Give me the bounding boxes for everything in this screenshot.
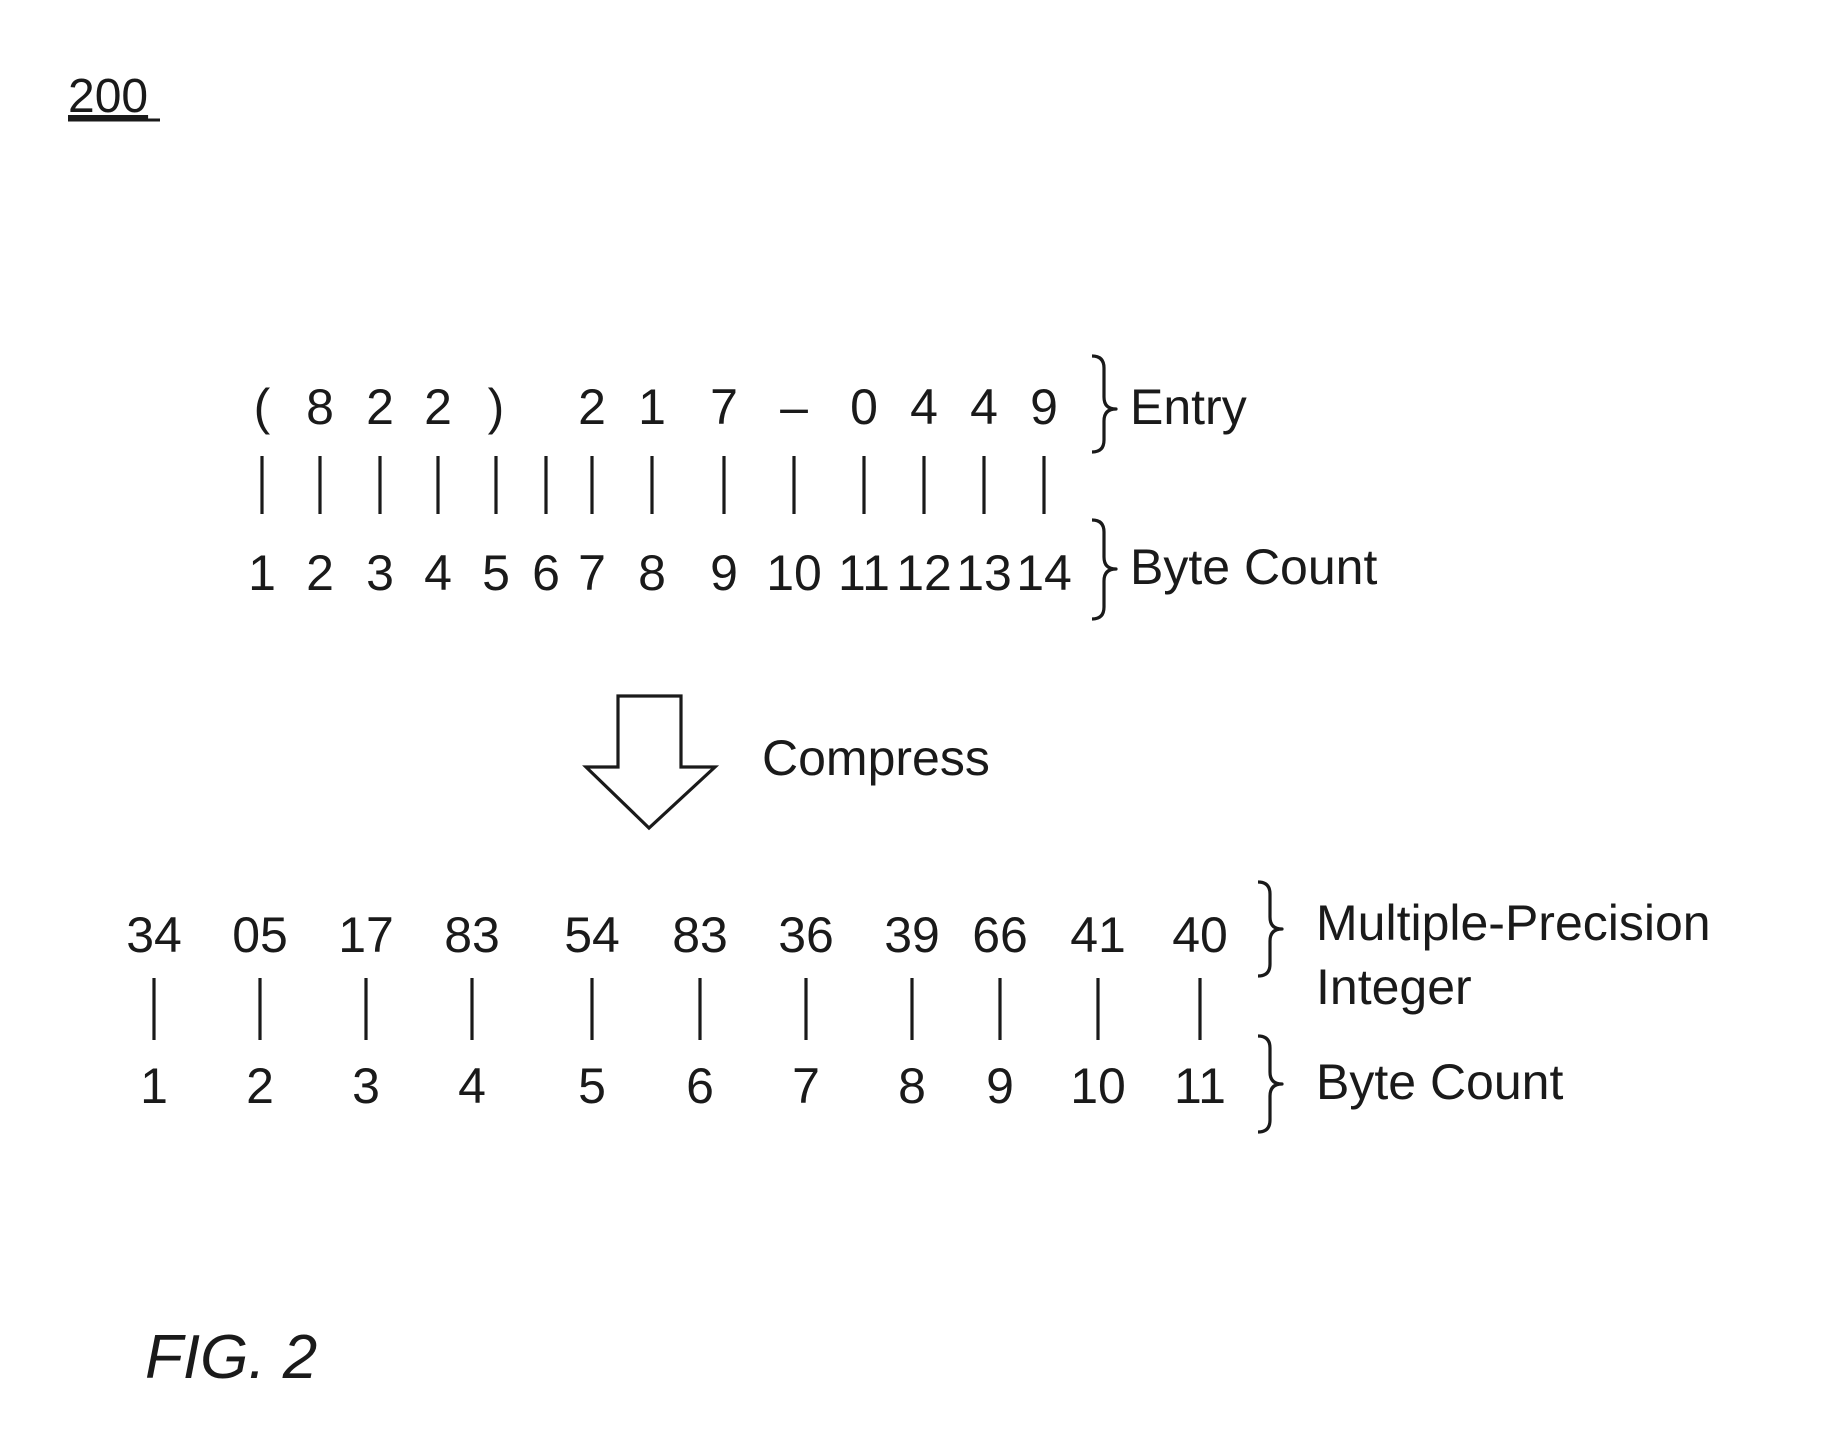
integer-byte-count: 4 xyxy=(458,1058,486,1114)
integer-value: 66 xyxy=(972,907,1028,963)
integer-value: 83 xyxy=(672,907,728,963)
entry-byte-count-brace xyxy=(1092,520,1116,619)
integer-byte-count: 9 xyxy=(986,1058,1014,1114)
entry-character: 4 xyxy=(970,379,998,435)
entry-byte-count: 6 xyxy=(532,545,560,601)
integer-byte-count-row: 1 2 3 4 5 6 7 8 9 10 11 xyxy=(140,1058,1226,1114)
integer-byte-count: 1 xyxy=(140,1058,168,1114)
integer-value: 05 xyxy=(232,907,288,963)
entry-label: Entry xyxy=(1130,379,1247,435)
integer-values-row: 34 05 17 83 54 83 36 39 66 41 40 xyxy=(126,907,1228,963)
entry-byte-count: 13 xyxy=(956,545,1012,601)
integer-byte-count: 5 xyxy=(578,1058,606,1114)
entry-character: 7 xyxy=(710,379,738,435)
entry-character: 2 xyxy=(424,379,452,435)
figure-label: FIG. 2 xyxy=(145,1323,317,1392)
entry-byte-count: 14 xyxy=(1016,545,1072,601)
integer-value: 54 xyxy=(564,907,620,963)
entry-byte-count: 10 xyxy=(766,545,822,601)
integer-byte-count: 6 xyxy=(686,1058,714,1114)
integer-byte-count: 2 xyxy=(246,1058,274,1114)
integer-label-line2: Integer xyxy=(1316,959,1472,1015)
integer-value: 40 xyxy=(1172,907,1228,963)
entry-byte-count: 1 xyxy=(248,545,276,601)
integer-value: 41 xyxy=(1070,907,1126,963)
integer-value: 17 xyxy=(338,907,394,963)
entry-brace xyxy=(1092,356,1116,452)
entry-byte-count: 9 xyxy=(710,545,738,601)
entry-character: ( xyxy=(254,379,271,435)
entry-character: 0 xyxy=(850,379,878,435)
integer-value: 83 xyxy=(444,907,500,963)
entry-character: – xyxy=(780,379,808,435)
entry-character: 8 xyxy=(306,379,334,435)
entry-byte-count-row: 1234567891011121314 xyxy=(248,545,1072,601)
integer-byte-count: 3 xyxy=(352,1058,380,1114)
integer-value: 34 xyxy=(126,907,182,963)
integer-byte-count: 11 xyxy=(1174,1058,1226,1114)
integer-brace xyxy=(1258,882,1282,976)
entry-character: ) xyxy=(488,379,505,435)
entry-character: 2 xyxy=(366,379,394,435)
entry-byte-count: 4 xyxy=(424,545,452,601)
entry-character: 4 xyxy=(910,379,938,435)
integer-byte-count: 8 xyxy=(898,1058,926,1114)
entry-character: 2 xyxy=(578,379,606,435)
integer-value: 39 xyxy=(884,907,940,963)
compress-arrow xyxy=(586,696,715,828)
integer-ticks-row xyxy=(154,978,1200,1040)
integer-byte-count-brace xyxy=(1258,1036,1282,1132)
entry-byte-count: 2 xyxy=(306,545,334,601)
integer-byte-count: 10 xyxy=(1070,1058,1126,1114)
integer-byte-count-label: Byte Count xyxy=(1316,1054,1563,1110)
entry-byte-count: 12 xyxy=(896,545,952,601)
figure-reference-number: 200 xyxy=(68,70,148,123)
integer-label-line1: Multiple-Precision xyxy=(1316,895,1711,951)
entry-characters-row: (822)217–0449 xyxy=(254,379,1058,435)
entry-byte-count: 7 xyxy=(578,545,606,601)
entry-byte-count: 5 xyxy=(482,545,510,601)
entry-byte-count: 11 xyxy=(838,545,890,601)
entry-byte-count-label: Byte Count xyxy=(1130,539,1377,595)
entry-character: 9 xyxy=(1030,379,1058,435)
entry-byte-count: 3 xyxy=(366,545,394,601)
compress-label: Compress xyxy=(762,730,990,786)
entry-ticks-row xyxy=(262,456,1044,514)
entry-character: 1 xyxy=(638,379,666,435)
integer-value: 36 xyxy=(778,907,834,963)
entry-byte-count: 8 xyxy=(638,545,666,601)
integer-byte-count: 7 xyxy=(792,1058,820,1114)
